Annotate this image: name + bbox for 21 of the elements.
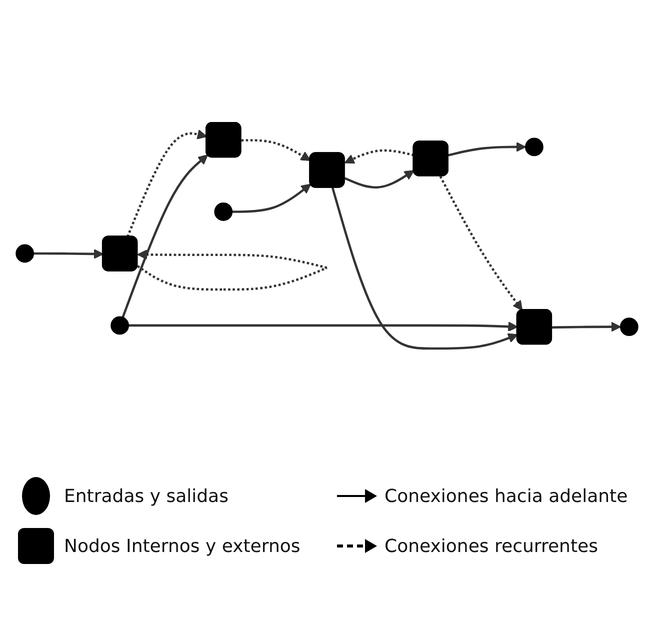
node-ellipse xyxy=(619,317,638,336)
legend-text: Entradas y salidas xyxy=(64,486,228,506)
arrow xyxy=(344,148,414,164)
arrow xyxy=(438,175,522,310)
arrow xyxy=(448,141,526,156)
arrow xyxy=(330,187,518,350)
arrow xyxy=(232,183,311,212)
arrow xyxy=(126,128,207,237)
arrow xyxy=(240,138,310,160)
arrow xyxy=(344,170,414,188)
arrow xyxy=(128,321,518,332)
arrow xyxy=(552,321,620,332)
arrow xyxy=(121,154,208,318)
node-ellipse xyxy=(15,244,34,262)
arrow xyxy=(32,248,104,258)
node-ellipse xyxy=(524,137,543,156)
legend-text: Conexiones recurrentes xyxy=(384,536,598,556)
node-ellipse xyxy=(110,316,129,334)
legend-text: Conexiones hacia adelante xyxy=(384,486,628,506)
node-ellipse xyxy=(214,202,232,220)
legend-text: Nodos Internos y externos xyxy=(64,536,300,556)
